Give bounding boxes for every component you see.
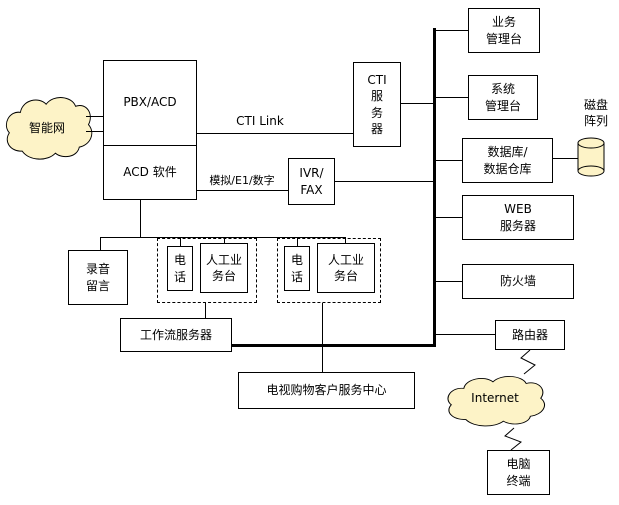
analog-e1-digital-label: 模拟/E1/数字 <box>209 173 275 187</box>
internet-terminal-zigzag-link <box>504 427 522 451</box>
edge-agent2-drop <box>345 237 346 243</box>
edge-analog-line <box>197 190 288 191</box>
lan-bus-vertical <box>433 28 436 347</box>
cti-link-label: CTI Link <box>236 113 284 128</box>
database-node: 数据库/ 数据仓库 <box>462 138 553 183</box>
ivr-fax-node: IVR/ FAX <box>288 158 335 205</box>
edge-tv-center-drop <box>322 347 323 372</box>
pbx-acd-label: PBX/ACD <box>123 95 177 110</box>
intelligent-network-cloud-icon <box>5 97 93 160</box>
edge-cloud-pbx-2 <box>86 131 103 132</box>
edge-group2-drop <box>322 303 323 344</box>
edge-bus-database <box>436 160 462 161</box>
cti-server-node: CTI 服 务 器 <box>353 62 401 147</box>
internet-label: Internet <box>471 390 519 405</box>
agent-desk-node-1: 人工业 务台 <box>200 243 248 293</box>
edge-database-disk <box>553 158 578 159</box>
edge-collector <box>100 237 346 238</box>
agent-group-1 <box>157 238 257 303</box>
pbx-acd-node <box>103 60 197 200</box>
intelligent-network-label: 智能网 <box>28 120 65 135</box>
recording-node: 录音 留言 <box>68 250 128 305</box>
edge-bus-system <box>436 97 468 98</box>
edge-agent1-drop <box>224 237 225 243</box>
edge-acd-down <box>140 200 141 237</box>
firewall-node: 防火墙 <box>462 264 574 299</box>
edge-ivr-to-bus <box>335 181 433 182</box>
edge-cti-to-bus <box>401 103 433 104</box>
edge-cloud-pbx-1 <box>86 116 103 117</box>
edge-phone2-drop <box>297 237 298 246</box>
internet-cloud-icon <box>447 376 545 427</box>
edge-cti-link-line <box>197 133 353 134</box>
disk-array-cylinder-icon <box>577 137 605 177</box>
tv-service-center-node: 电视购物客户服务中心 <box>238 372 415 409</box>
edge-bus-business <box>436 30 468 31</box>
router-internet-zigzag-link <box>520 349 536 375</box>
agent-desk-node-2: 人工业 务台 <box>317 243 375 293</box>
business-console-node: 业务 管理台 <box>468 8 540 53</box>
agent-group-2 <box>277 238 381 303</box>
edge-recording-drop <box>100 237 101 250</box>
disk-array-label: 磁盘 阵列 <box>583 97 608 128</box>
system-console-node: 系统 管理台 <box>468 75 538 120</box>
pbx-acd-divider <box>103 145 197 146</box>
workflow-server-node: 工作流服务器 <box>120 318 232 352</box>
router-node: 路由器 <box>495 320 565 350</box>
edge-bus-firewall <box>436 281 462 282</box>
edge-bus-router <box>436 334 495 335</box>
acd-software-label: ACD 软件 <box>123 165 177 180</box>
edge-bus-web <box>436 217 462 218</box>
phone-node-2: 电 话 <box>284 246 310 291</box>
pc-terminal-node: 电脑 终端 <box>487 450 550 495</box>
phone-node-1: 电 话 <box>167 246 193 291</box>
lan-bus-bottom <box>120 344 436 347</box>
edge-phone1-drop <box>180 237 181 246</box>
web-server-node: WEB 服务器 <box>462 195 574 240</box>
